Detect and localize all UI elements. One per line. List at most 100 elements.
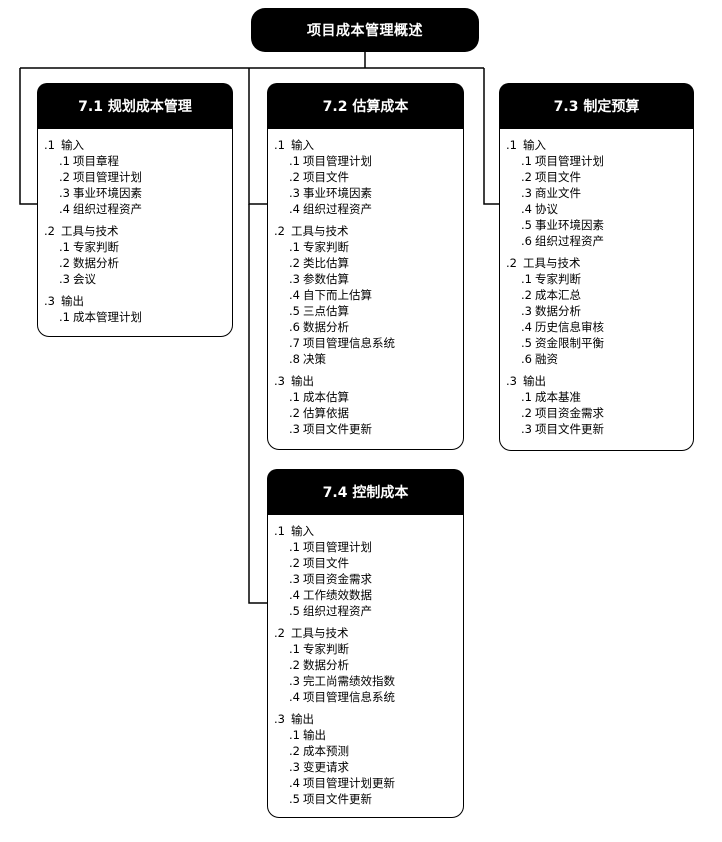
item-number: .6 — [521, 352, 532, 366]
item-number: .2 — [59, 256, 70, 270]
item-text: 专家判断 — [303, 642, 349, 656]
item-number: .2 — [289, 406, 300, 420]
section-label: 输入 — [61, 138, 84, 152]
item-text: 融资 — [535, 352, 558, 366]
item-text: 项目文件 — [303, 556, 349, 570]
section-label: 工具与技术 — [61, 224, 119, 238]
section-number: .1 — [506, 138, 517, 152]
item-number: .1 — [289, 540, 300, 554]
item-text: 项目文件更新 — [535, 422, 604, 436]
item-text: 决策 — [303, 352, 326, 366]
item-number: .3 — [289, 186, 300, 200]
item-text: 事业环境因素 — [535, 218, 604, 232]
item-text: 类比估算 — [303, 256, 349, 270]
item-text: 项目管理信息系统 — [303, 336, 395, 350]
section-number: .1 — [274, 524, 285, 538]
item-number: .3 — [289, 272, 300, 286]
item-number: .3 — [59, 272, 70, 286]
item-text: 成本估算 — [303, 390, 349, 404]
item-number: .4 — [289, 202, 300, 216]
section-label: 工具与技术 — [291, 626, 349, 640]
item-text: 商业文件 — [535, 186, 581, 200]
item-number: .5 — [289, 304, 300, 318]
process-title: 7.1 规划成本管理 — [37, 83, 233, 129]
item-number: .1 — [289, 154, 300, 168]
item-number: .4 — [521, 202, 532, 216]
item-number: .5 — [289, 792, 300, 806]
section-number: .1 — [44, 138, 55, 152]
item-text: 数据分析 — [303, 320, 349, 334]
item-number: .8 — [289, 352, 300, 366]
item-number: .4 — [289, 690, 300, 704]
item-number: .1 — [289, 240, 300, 254]
item-number: .2 — [289, 556, 300, 570]
section-label: 输出 — [291, 712, 314, 726]
section-number: .3 — [274, 374, 285, 388]
item-number: .5 — [289, 604, 300, 618]
item-number: .2 — [289, 170, 300, 184]
item-text: 参数估算 — [303, 272, 349, 286]
item-number: .1 — [521, 272, 532, 286]
section-number: .2 — [274, 224, 285, 238]
item-text: 项目文件 — [535, 170, 581, 184]
item-number: .3 — [521, 186, 532, 200]
item-text: 数据分析 — [303, 658, 349, 672]
item-text: 输出 — [303, 728, 326, 742]
item-number: .2 — [521, 288, 532, 302]
item-text: 组织过程资产 — [303, 604, 372, 618]
item-number: .3 — [289, 674, 300, 688]
item-number: .2 — [521, 406, 532, 420]
item-text: 专家判断 — [303, 240, 349, 254]
item-text: 三点估算 — [303, 304, 349, 318]
item-text: 事业环境因素 — [303, 186, 372, 200]
item-number: .5 — [521, 336, 532, 350]
item-text: 估算依据 — [303, 406, 349, 420]
item-text: 变更请求 — [303, 760, 349, 774]
item-text: 自下而上估算 — [303, 288, 372, 302]
item-number: .1 — [521, 390, 532, 404]
section-number: .3 — [274, 712, 285, 726]
process-title: 7.4 控制成本 — [267, 469, 464, 515]
